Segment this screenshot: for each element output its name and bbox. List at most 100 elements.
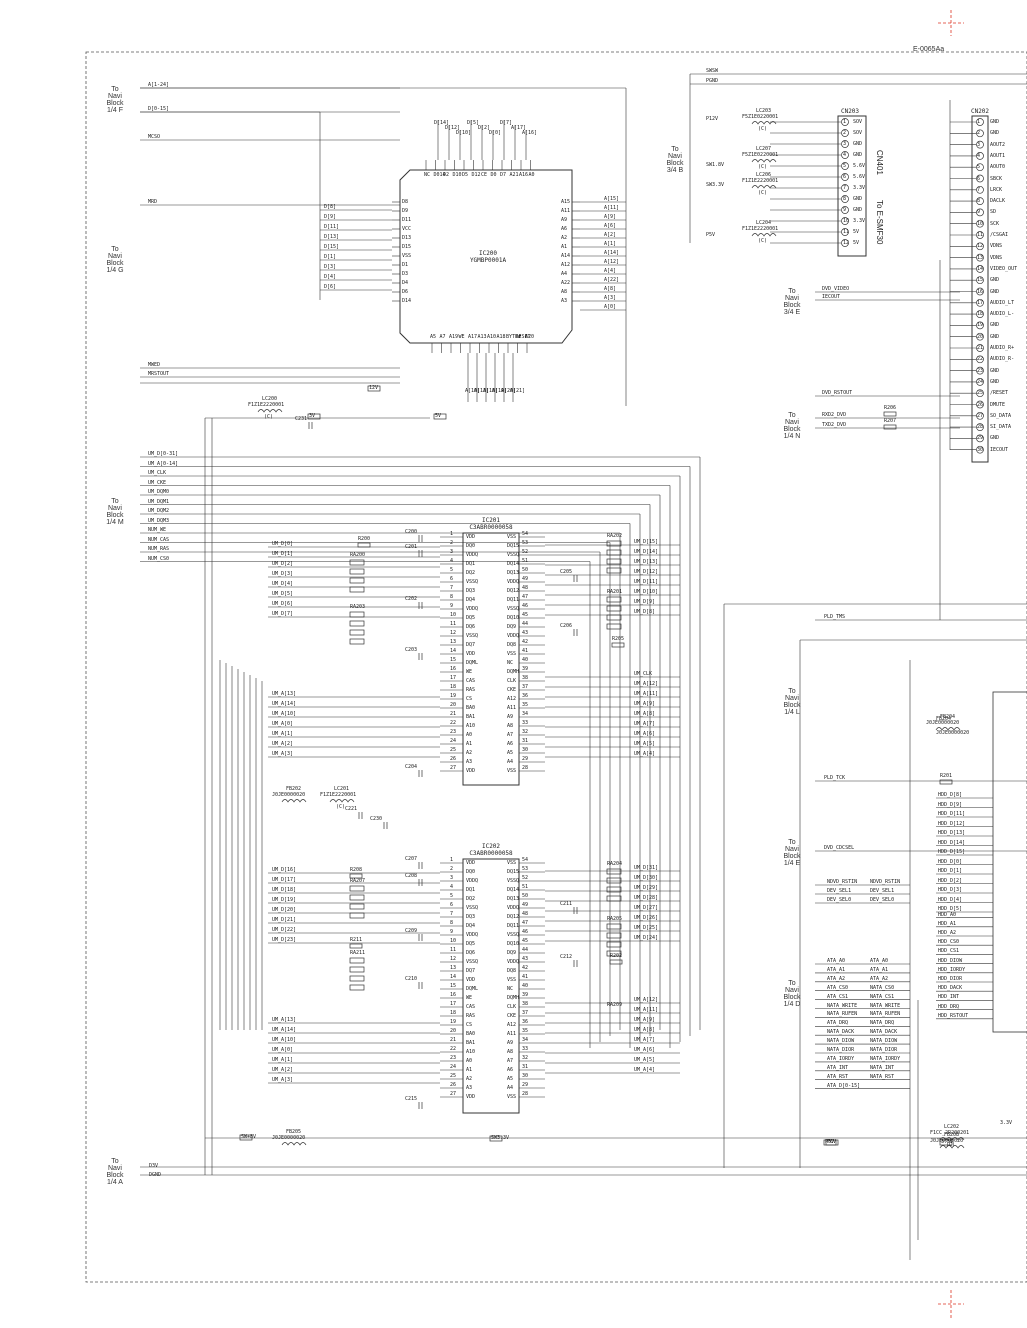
sdram-bus-label: UM_DQM1 <box>148 498 170 505</box>
ata-right-label: NATA_CS1 <box>870 993 895 1000</box>
dvd-net-label: IECOUT <box>822 294 841 300</box>
cn202-pin-circle <box>976 366 984 375</box>
cn202-pin-name: GND <box>990 130 1000 137</box>
ic201-left-pin: DQ0 <box>466 543 476 549</box>
cn202-pin-name: GND <box>990 333 1000 340</box>
hdd-net-label: HDD_D[0] <box>938 858 963 865</box>
ic201-left-net: UM_D[2] <box>272 561 294 567</box>
ic202-right-net: UM_D[30] <box>634 875 659 881</box>
ic201-left-pin: DQML <box>466 660 479 666</box>
ic201-right-net: UM_A[8] <box>634 711 656 717</box>
ata-left-label: ATA_IORDY <box>827 1055 855 1062</box>
ic201-right-net: UM_CLK <box>634 671 653 677</box>
ata-left-label: NDVD_RSTIN <box>827 879 858 885</box>
ata-right-label: NATA_CS0 <box>870 984 895 991</box>
ic201-left-pin-num: 26 <box>450 756 457 762</box>
inductor-ref: LC201 <box>334 786 350 792</box>
inductor-part: F1Z1E2220001 <box>742 178 779 184</box>
resistor-label: R201 <box>940 773 953 779</box>
ic202-right-pin-num: 52 <box>522 875 529 881</box>
ic201-left-pin-num: 6 <box>450 576 454 582</box>
power-net-label: D3V <box>149 1163 159 1169</box>
ata-left-label: NATA_WRITE <box>827 1002 858 1009</box>
ic201-left-pin-num: 5 <box>450 567 454 573</box>
ic202-left-pin: BA1 <box>466 1040 476 1046</box>
ic202-right-pin: CKE <box>507 1013 517 1019</box>
ic202-left-pin: DQ7 <box>466 968 476 974</box>
resistor <box>883 411 897 417</box>
ic200-part: YGMBP0001A <box>469 257 507 264</box>
resistor-label: R202 <box>610 953 623 959</box>
navi-ref-6: To Navi Block 3/4 E <box>783 288 801 316</box>
right-block-body <box>992 691 1027 1033</box>
inductor <box>751 185 777 189</box>
ic200-bottom-pin: A10 <box>487 334 497 340</box>
cn203-pin-circle <box>841 195 849 203</box>
cn202-pin-name: GND <box>990 435 1000 442</box>
ic202-left-pin: A0 <box>466 1058 473 1064</box>
ic201-left-pin: A1 <box>466 741 473 747</box>
cn202-pin-name: AUDIO_R+ <box>990 345 1015 351</box>
cn203-pin-circle <box>841 239 849 247</box>
resistor <box>609 959 623 965</box>
capacitor-label: C206 <box>560 623 573 629</box>
ic200-left-pin: D4 <box>402 280 409 286</box>
ic202-left-pin-num: 2 <box>450 866 454 872</box>
cn202-pin-num: 15 <box>977 277 984 284</box>
ic201-left-pin-num: 8 <box>450 594 454 600</box>
ic202-left-net: UM_D[21] <box>272 917 297 923</box>
ic202-right-net: UM_D[27] <box>634 905 659 911</box>
capacitor-label: C221 <box>345 806 358 812</box>
ic200-top-pin: D014 <box>433 172 446 178</box>
sdram-bus-label: NUM_CS0 <box>148 555 170 562</box>
ic201-right-net: UM_A[9] <box>634 701 656 707</box>
inductor-ref: FB208 <box>944 1132 960 1138</box>
power-label: SW3.3V <box>706 182 725 188</box>
ic200-right-pin: A12 <box>561 262 571 268</box>
misc-label: RA209 <box>607 1002 623 1008</box>
ic201-left-pin: VDDQ <box>466 552 479 558</box>
resistor-array-element <box>606 886 622 893</box>
flash-net-label: D[0-15] <box>148 106 170 112</box>
ic201-right-pin-num: 37 <box>522 684 529 690</box>
ic202-right-pin: DQ8 <box>507 968 517 974</box>
cn202-pin-name: VIDEO_OUT <box>990 265 1018 272</box>
ic202-left-pin: CAS <box>466 1004 476 1010</box>
ata-right-label: NATA_DRQ <box>870 1020 895 1027</box>
ic201-left-pin: A3 <box>466 759 473 765</box>
cn203-pin-name: 5.6V <box>853 163 866 169</box>
ic202-right-pin: DQ15 <box>507 869 520 875</box>
ic200-right-pin: A14 <box>561 253 571 259</box>
ic202-left-pin: VDD <box>466 1094 476 1100</box>
cn202-pin-circle <box>976 287 984 296</box>
ic202-left-pin-num: 25 <box>450 1073 457 1079</box>
ic201-left-net: UM_A[0] <box>272 721 294 727</box>
ic200-bottom-pin: WE <box>458 334 465 340</box>
ic202-left-pin-num: 26 <box>450 1082 457 1088</box>
ic202-left-pin: DQ5 <box>466 941 476 947</box>
cn202-pin-num: 22 <box>977 356 984 363</box>
ic202-left-net: UM_D[17] <box>272 877 297 883</box>
ic201-part: C3ABR0000058 <box>469 524 513 531</box>
cn202-pin-circle <box>976 152 984 160</box>
ata-left-label: ATA_D[0-15] <box>827 1082 861 1089</box>
ic201-left-net: UM_A[13] <box>272 691 297 697</box>
hdd-net-label: HDD_D[3] <box>938 887 963 893</box>
ata-left-label: DEV_SEL0 <box>827 897 852 903</box>
resistor-array-element <box>606 605 622 612</box>
power-flag <box>825 1139 839 1146</box>
inductor-ref: LC204 <box>756 220 772 226</box>
ic202-left-pin: DQ2 <box>466 896 476 902</box>
cn202-pin-circle <box>976 185 984 194</box>
cn203-pin-circle <box>841 184 849 192</box>
ic202-right-pin-num: 38 <box>522 1001 529 1007</box>
ic201-left-pin: DQ5 <box>466 615 476 621</box>
cn203-pin-name: 5V <box>853 229 860 235</box>
ic202-right-pin: A8 <box>507 1049 514 1055</box>
ic201-right-pin: DQ15 <box>507 543 520 549</box>
ic200-right-net: A[15] <box>604 196 620 202</box>
inductor-note: (C) <box>264 414 274 420</box>
cn202-pin-num: 10 <box>977 220 984 227</box>
ic202-left-pin-num: 3 <box>450 875 454 881</box>
cn203-pin-num: 8 <box>843 196 847 202</box>
